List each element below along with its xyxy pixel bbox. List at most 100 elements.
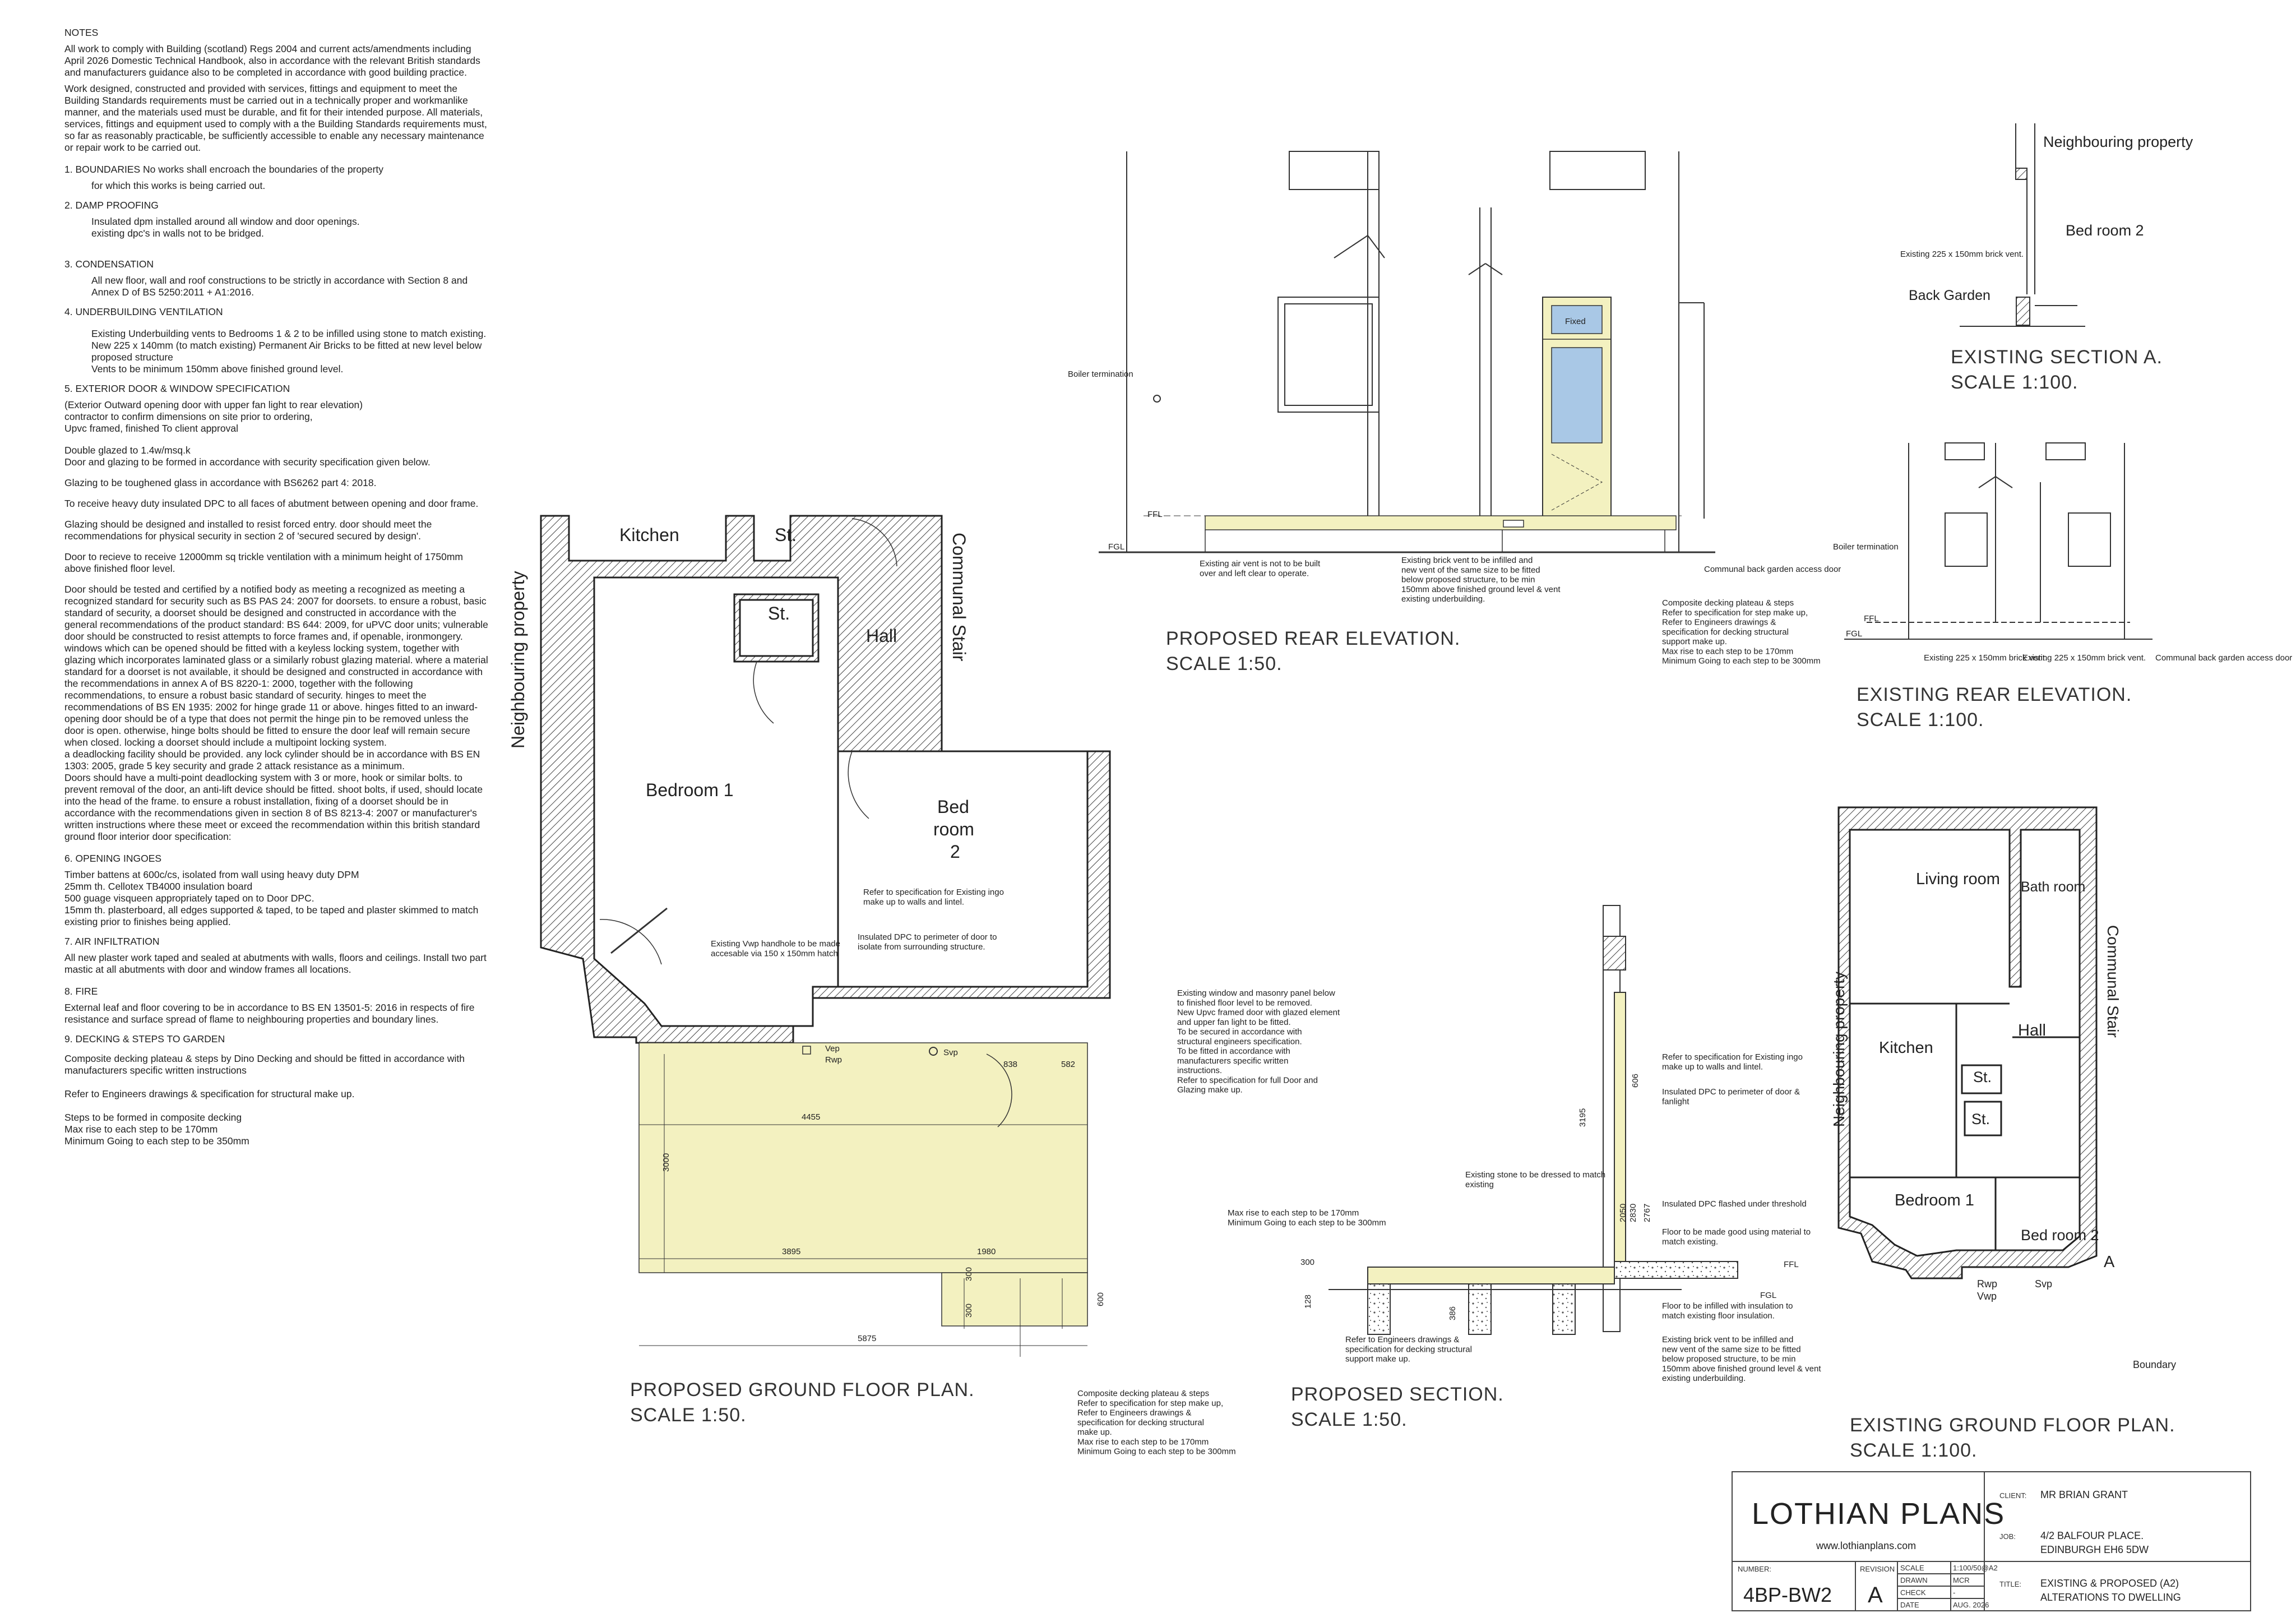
section-fgl: FGL: [1760, 1291, 1776, 1300]
note-4-heading: 4. UNDERBUILDING VENTILATION: [64, 306, 223, 317]
section-a-bedroom: Bed room 2: [2066, 222, 2144, 239]
plan-communal-stair: Communal Stair: [949, 533, 969, 662]
note-2-heading: 2. DAMP PROOFING: [64, 200, 159, 211]
existing-elev-scale: SCALE 1:100.: [1857, 709, 1984, 731]
date-label: DATE: [1900, 1601, 1919, 1609]
section-a-title: EXISTING SECTION A.: [1951, 346, 2163, 368]
dim-2767: 2767: [1642, 1204, 1652, 1222]
security-para-2: Glazing to be toughened glass in accorda…: [64, 477, 377, 488]
scale-value: 1:100/50@A2: [1953, 1564, 1998, 1572]
dim-300: 300: [1300, 1258, 1314, 1267]
plan-vep: Vep: [825, 1044, 840, 1053]
rear-elevation-scale: SCALE 1:50.: [1166, 653, 1283, 674]
security-para-5: Door to recieve to receive 12000mm sq tr…: [64, 551, 464, 574]
existing-elev-ffl: FFL: [1864, 614, 1879, 623]
plan-kitchen: Kitchen: [619, 525, 679, 545]
drawn-value: MCR: [1953, 1576, 1970, 1584]
section-a-neighbouring: Neighbouring property: [2043, 133, 2193, 150]
note-8-body: External leaf and floor covering to be i…: [64, 1002, 475, 1025]
existing-elev-title: EXISTING REAR ELEVATION.: [1857, 684, 2132, 705]
existing-neighbouring: Neighbouring property: [1830, 972, 1848, 1127]
plan-ingo-note: Refer to specification for Existing ingo…: [863, 888, 1004, 907]
revision-value: A: [1868, 1583, 1883, 1607]
dim-606: 606: [1631, 1074, 1640, 1088]
plan-bedroom-1: Bedroom 1: [646, 780, 734, 800]
plan-neighbouring: Neighbouring property: [508, 571, 528, 748]
security-para-1: Double glazed to 1.4w/msq.k Door and gla…: [64, 445, 430, 468]
note-1-heading: 1. BOUNDARIES No works shall encroach th…: [64, 164, 384, 175]
dim-838: 838: [1003, 1060, 1017, 1069]
notes-intro-1: All work to comply with Building (scotla…: [64, 43, 480, 78]
existing-plan-walls: [1837, 806, 2098, 1279]
dim-3895: 3895: [782, 1247, 800, 1256]
existing-elev-boiler: Boiler termination: [1833, 542, 1899, 552]
client-label: CLIENT:: [1999, 1491, 2026, 1500]
title-block-website: www.lothianplans.com: [1816, 1540, 1916, 1551]
title-line-1: EXISTING & PROPOSED (A2): [2040, 1578, 2179, 1589]
plan-bed: Bed: [937, 797, 969, 817]
dim-2830: 2830: [1628, 1204, 1638, 1222]
note-7-heading: 7. AIR INFILTRATION: [64, 936, 160, 947]
dim-3000: 3000: [661, 1153, 671, 1172]
existing-hall: Hall: [2018, 1022, 2046, 1039]
section-ffl: FFL: [1784, 1260, 1799, 1269]
note-6-body: Timber battens at 600c/cs, isolated from…: [64, 869, 479, 927]
proposed-plan-walls: [540, 515, 1111, 1044]
note-6-heading: 6. OPENING INGOES: [64, 853, 162, 864]
existing-elev-vent-2: Existing 225 x 150mm brick vent.: [2022, 653, 2146, 663]
job-label: JOB:: [1999, 1532, 2016, 1541]
note-8-heading: 8. FIRE: [64, 986, 98, 997]
note-3-body: All new floor, wall and roof constructio…: [91, 275, 468, 298]
existing-section-a: [1960, 123, 2085, 327]
section-ingo-note: Refer to specification for Existing ingo…: [1662, 1052, 1803, 1071]
security-para-4: Glazing should be designed and installed…: [64, 519, 432, 542]
revision-label: REVISION: [1860, 1565, 1895, 1573]
client-value: MR BRIAN GRANT: [2040, 1489, 2128, 1500]
section-a-vent: Existing 225 x 150mm brick vent.: [1900, 249, 2024, 259]
title-line-2: ALTERATIONS TO DWELLING: [2040, 1592, 2181, 1603]
existing-communal: Communal Stair: [2104, 925, 2122, 1038]
check-value: -: [1953, 1588, 1955, 1597]
section-dpc-threshold: Insulated DPC flashed under threshold: [1662, 1199, 1807, 1209]
check-label: CHECK: [1900, 1588, 1926, 1597]
dim-300-b: 300: [964, 1304, 974, 1318]
dim-300-a: 300: [964, 1267, 974, 1281]
dim-3195: 3195: [1578, 1108, 1587, 1127]
existing-boundary: Boundary: [2133, 1359, 2176, 1370]
notes-intro-2: Work designed, constructed and provided …: [64, 83, 487, 153]
existing-plan-scale: SCALE 1:100.: [1850, 1440, 1977, 1461]
title-label: TITLE:: [1999, 1580, 2021, 1588]
plan-room: room: [933, 819, 974, 839]
note-9-heading: 9. DECKING & STEPS TO GARDEN: [64, 1033, 225, 1045]
plan-svp: Svp: [943, 1048, 958, 1057]
plan-hall: Hall: [866, 626, 897, 646]
plan-st-2: St.: [768, 603, 790, 623]
note-1-body: for which this works is being carried ou…: [91, 180, 266, 191]
rear-ffl: FFL: [1147, 510, 1163, 519]
proposed-section: [1328, 905, 1738, 1335]
note-4-body: Existing Underbuilding vents to Bedrooms…: [91, 328, 487, 375]
existing-living: Living room: [1916, 870, 2000, 888]
existing-elev-door: Communal back garden access door: [2155, 653, 2292, 663]
plan-two: 2: [950, 842, 960, 862]
dim-4455: 4455: [802, 1112, 820, 1122]
dim-2050: 2050: [1618, 1204, 1628, 1222]
proposed-rear-elevation: [1099, 151, 1715, 553]
section-a-back-garden: Back Garden: [1909, 288, 1991, 303]
existing-kitchen: Kitchen: [1879, 1039, 1933, 1057]
note-5-heading: 5. EXTERIOR DOOR & WINDOW SPECIFICATION: [64, 383, 290, 394]
number-label: NUMBER:: [1738, 1565, 1771, 1573]
plan-st-1: St.: [775, 525, 797, 545]
note-9-body: Composite decking plateau & steps by Din…: [64, 1053, 465, 1147]
existing-rear-elevation: [1844, 442, 2152, 640]
existing-section-mark: A: [2104, 1253, 2115, 1271]
plan-scale: SCALE 1:50.: [630, 1404, 747, 1426]
